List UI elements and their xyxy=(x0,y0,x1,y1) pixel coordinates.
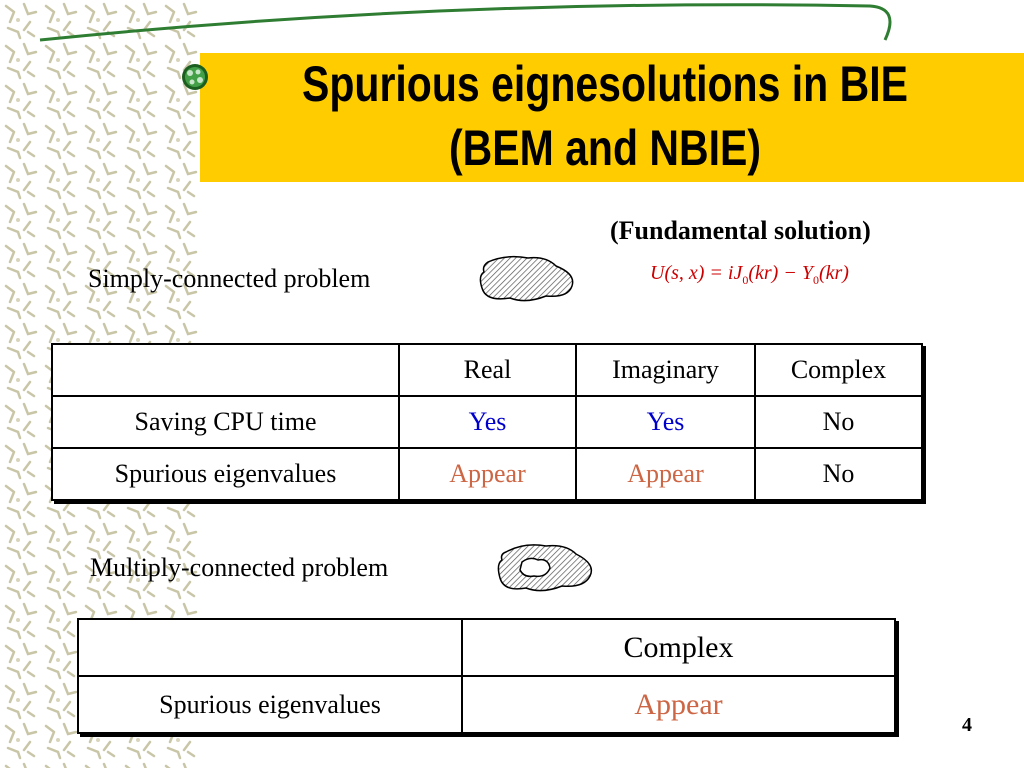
table-header-row: Complex xyxy=(77,618,896,677)
fundamental-solution-label: (Fundamental solution) xyxy=(610,216,871,245)
row-label: Saving CPU time xyxy=(51,395,400,449)
header-cell: Complex xyxy=(461,618,896,677)
page-title: Spurious eignesolutions in BIE (BEM and … xyxy=(277,52,933,180)
fundamental-solution-formula: U(s, x) = iJ0(kr) − Y0(kr) xyxy=(650,262,849,288)
table-cell: Appear xyxy=(575,447,756,501)
formula-sub: 0 xyxy=(812,273,819,287)
table-header-row: Real Imaginary Complex xyxy=(51,343,923,397)
table-cell: Yes xyxy=(398,395,577,449)
table-cell: No xyxy=(754,447,923,501)
header-cell xyxy=(51,343,400,397)
header-cell: Imaginary xyxy=(575,343,756,397)
table-row: Spurious eigenvalues Appear Appear No xyxy=(51,447,923,501)
simply-connected-table: Real Imaginary Complex Saving CPU time Y… xyxy=(51,343,923,501)
formula-sub: 0 xyxy=(742,273,749,287)
table-cell: Yes xyxy=(575,395,756,449)
header-cell: Real xyxy=(398,343,577,397)
multiply-connected-domain-icon xyxy=(497,544,593,592)
table-cell: Appear xyxy=(398,447,577,501)
table-row: Saving CPU time Yes Yes No xyxy=(51,395,923,449)
table-cell: No xyxy=(754,395,923,449)
multiply-connected-table: Complex Spurious eigenvalues Appear xyxy=(77,618,896,734)
table-cell: Appear xyxy=(461,675,896,734)
header-cell: Complex xyxy=(754,343,923,397)
formula-part: U(s, x) = iJ xyxy=(650,262,743,284)
formula-part: (kr) xyxy=(818,262,849,284)
title-band xyxy=(200,53,1024,182)
title-line-2: (BEM and NBIE) xyxy=(448,120,762,176)
row-label: Spurious eigenvalues xyxy=(77,675,463,734)
formula-part: (kr) − Y xyxy=(748,262,813,284)
table-row: Spurious eigenvalues Appear xyxy=(77,675,896,734)
row-label: Spurious eigenvalues xyxy=(51,447,400,501)
simply-connected-domain-icon xyxy=(479,255,574,302)
page-number: 4 xyxy=(962,714,972,736)
simply-connected-label: Simply-connected problem xyxy=(88,264,371,293)
green-arc-decoration xyxy=(39,3,892,42)
title-line-1: Spurious eignesolutions in BIE xyxy=(302,56,908,112)
multiply-connected-label: Multiply-connected problem xyxy=(90,553,389,582)
green-ball-bullet-icon xyxy=(182,64,208,90)
header-cell xyxy=(77,618,463,677)
